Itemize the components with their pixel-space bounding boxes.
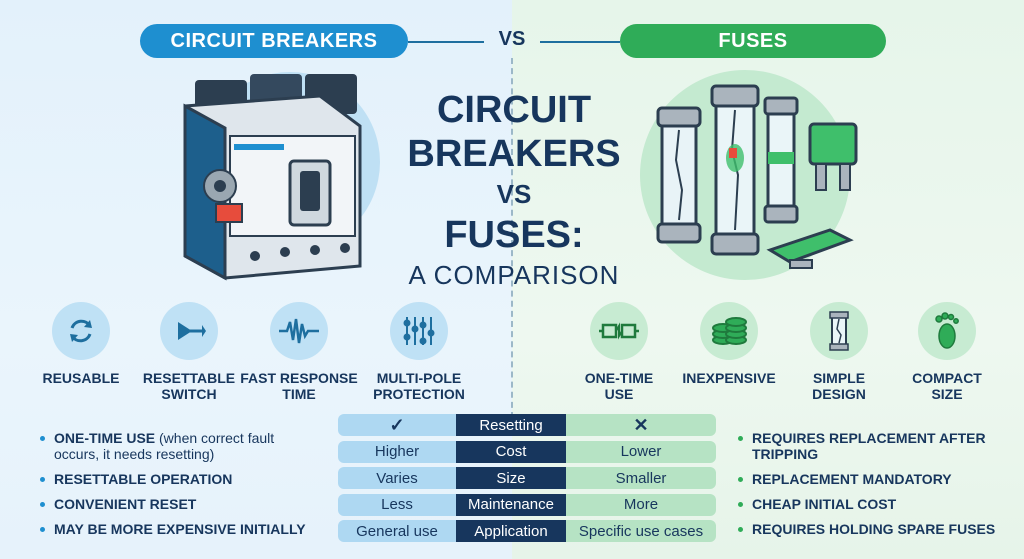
waveform-icon (270, 302, 328, 360)
bullet-bold: ONE-TIME USE (54, 430, 156, 446)
table-row: Higher Cost Lower (338, 440, 716, 463)
bullet-item: MAY BE MORE EXPENSIVE INITIALLY (38, 521, 318, 537)
center-divider (511, 58, 513, 418)
title-line-5: A COMPARISON (408, 260, 620, 290)
circuit-breakers-pill: CIRCUIT BREAKERS (140, 24, 408, 58)
table-cell-middle: Application (456, 520, 566, 542)
feature-label: MULTI-POLE PROTECTION (373, 370, 465, 402)
footprint-icon (918, 302, 976, 360)
coins-icon (700, 302, 758, 360)
table-cell-left: Varies (338, 467, 456, 489)
table-row: General use Application Specific use cas… (338, 520, 716, 542)
bullet-bold: CONVENIENT RESET (54, 496, 197, 512)
feature-fast-response: FAST RESPONSE TIME (236, 302, 362, 402)
table-row: Varies Size Smaller (338, 467, 716, 489)
switch-arrow-icon (160, 302, 218, 360)
bullet-item: ONE-TIME USE (when correct fault occurs,… (38, 430, 318, 462)
feature-multi-pole: MULTI-POLE PROTECTION (356, 302, 482, 402)
feature-label: REUSABLE (42, 370, 120, 386)
fuse-tube-icon (810, 302, 868, 360)
feature-inexpensive: INEXPENSIVE (666, 302, 792, 386)
header-vs: VS (498, 28, 526, 50)
title-line-2: BREAKERS (407, 133, 621, 175)
bullet-bold: RESETTABLE OPERATION (54, 471, 233, 487)
table-cell-right: Lower (566, 440, 716, 463)
table-cell-middle: Maintenance (456, 493, 566, 516)
bullet-item: CONVENIENT RESET (38, 496, 318, 512)
broken-link-icon (590, 302, 648, 360)
bullet-item: CHEAP INITIAL COST (736, 496, 1016, 512)
feature-one-time-use: ONE-TIME USE (556, 302, 682, 402)
header-connector-left (408, 41, 484, 43)
feature-label: RESETTABLE SWITCH (142, 370, 236, 402)
bullet-item: REQUIRES REPLACEMENT AFTER TRIPPING (736, 430, 1016, 462)
bullet-item: REPLACEMENT MANDATORY (736, 471, 1016, 487)
table-cross-icon: ✕ (566, 414, 716, 436)
recycle-icon (52, 302, 110, 360)
feature-reusable: REUSABLE (18, 302, 144, 386)
fuses-pill: FUSES (620, 24, 886, 58)
main-title: CIRCUIT BREAKERS VS FUSES: A COMPARISON (386, 88, 642, 292)
table-cell-middle: Size (456, 467, 566, 489)
circuit-breaker-illustration (183, 74, 362, 281)
bullet-item: RESETTABLE OPERATION (38, 471, 318, 487)
bullet-item: REQUIRES HOLDING SPARE FUSES (736, 521, 1016, 537)
table-check-icon: ✓ (338, 414, 456, 436)
table-cell-right: Specific use cases (566, 520, 716, 542)
feature-compact-size: COMPACT SIZE (884, 302, 1010, 402)
comparison-table: ✓ Resetting ✕ Higher Cost Lower Varies S… (338, 414, 716, 547)
table-header-row: ✓ Resetting ✕ (338, 414, 716, 436)
feature-label: INEXPENSIVE (682, 370, 776, 386)
table-cell-right: Smaller (566, 467, 716, 489)
feature-label: COMPACT SIZE (912, 370, 982, 402)
feature-label: SIMPLE DESIGN (812, 370, 866, 402)
feature-label: FAST RESPONSE TIME (240, 370, 358, 402)
title-line-3: VS (496, 179, 532, 209)
table-cell-left: Less (338, 493, 456, 516)
feature-simple-design: SIMPLE DESIGN (776, 302, 902, 402)
table-cell-left: Higher (338, 440, 456, 463)
table-cell-right: More (566, 493, 716, 516)
circuit-breaker-bullets: ONE-TIME USE (when correct fault occurs,… (38, 430, 318, 546)
title-line-4: FUSES: (444, 214, 584, 256)
table-row: Less Maintenance More (338, 493, 716, 516)
fuse-bullets: REQUIRES REPLACEMENT AFTER TRIPPING REPL… (736, 430, 1016, 546)
table-header-middle: Resetting (456, 414, 566, 436)
feature-label: ONE-TIME USE (584, 370, 654, 402)
fuses-illustration (656, 84, 858, 269)
table-cell-left: General use (338, 520, 456, 542)
title-line-1: CIRCUIT (436, 89, 592, 131)
multi-pole-icon (390, 302, 448, 360)
bullet-bold: MAY BE MORE EXPENSIVE INITIALLY (54, 521, 306, 537)
feature-resettable-switch: RESETTABLE SWITCH (126, 302, 252, 402)
table-cell-middle: Cost (456, 440, 566, 463)
header-connector-right (540, 41, 620, 43)
bullet-rest: (when correct fault occurs, it needs res… (54, 430, 275, 462)
